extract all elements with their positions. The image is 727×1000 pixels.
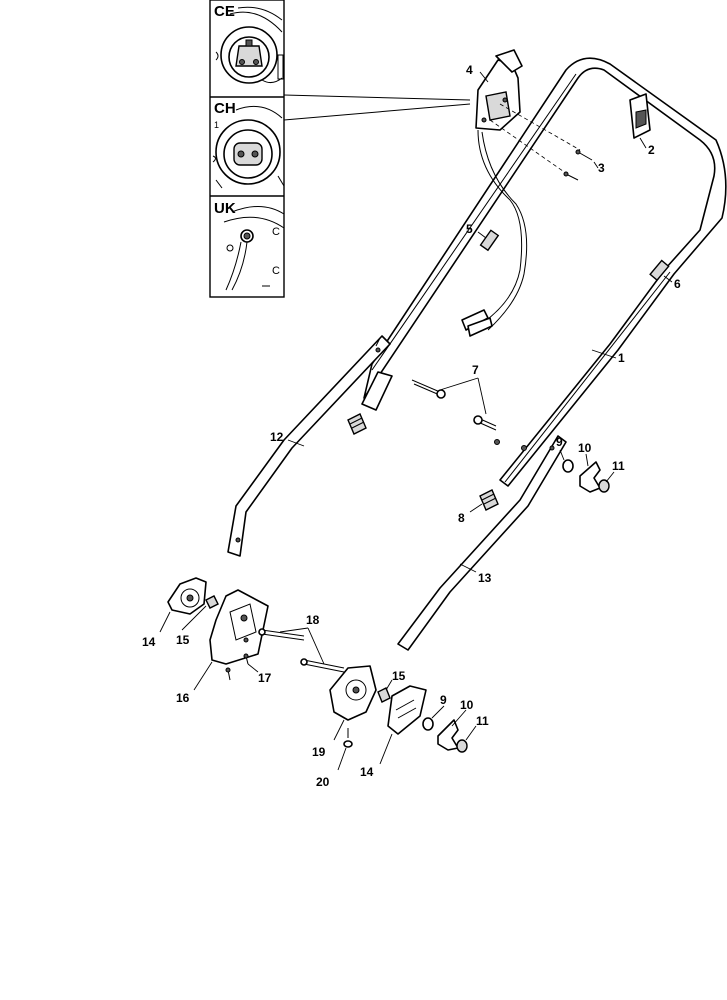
side-cover <box>387 685 427 735</box>
projection-line <box>283 103 471 121</box>
callout-15b: 15 <box>392 669 406 683</box>
lower-tube-right <box>397 435 567 651</box>
plug-variant-insets: CE CH 1 UK <box>209 0 471 298</box>
svg-text:C: C <box>272 226 280 238</box>
ch-plug-drawing: CH 1 <box>212 100 285 189</box>
callout-11: 11 <box>612 459 625 473</box>
svg-text:C: C <box>272 265 280 277</box>
callout-8: 8 <box>458 511 465 525</box>
callout-20: 20 <box>316 775 330 789</box>
handle-collar <box>479 229 500 252</box>
callout-2: 2 <box>648 143 655 157</box>
callout-18: 18 <box>306 613 320 627</box>
callout-9b: 9 <box>440 693 447 707</box>
callout-1: 1 <box>618 351 625 365</box>
callout-3: 3 <box>598 161 605 175</box>
callout-12: 12 <box>270 430 284 444</box>
knob-hardware-upper <box>562 459 610 493</box>
uk-plug-drawing: UK C C <box>214 200 285 291</box>
ce-plug-drawing: CE <box>214 3 284 84</box>
height-bracket-right <box>329 665 391 748</box>
callout-4: 4 <box>466 63 473 77</box>
callout-14: 14 <box>142 635 156 649</box>
callout-10b: 10 <box>460 698 474 712</box>
projection-line <box>283 94 471 101</box>
callout-14b: 14 <box>360 765 374 779</box>
inset-label-uk: UK <box>214 200 236 217</box>
callout-10: 10 <box>578 441 592 455</box>
callout-15: 15 <box>176 633 190 647</box>
callout-6: 6 <box>674 277 681 291</box>
inset-label-ch: CH <box>214 100 236 117</box>
knob-hardware-lower <box>422 717 468 753</box>
callout-labels: 1 2 3 4 5 6 7 8 9 10 11 12 13 14 15 16 1… <box>142 63 681 789</box>
callout-17: 17 <box>258 671 272 685</box>
callout-16: 16 <box>176 691 190 705</box>
callout-11b: 11 <box>476 714 489 728</box>
lower-tube-left <box>227 335 391 557</box>
callout-5: 5 <box>466 222 473 236</box>
leader-lines <box>159 71 673 771</box>
tube-sleeve <box>361 371 393 411</box>
axle-rods <box>258 628 345 673</box>
bolts <box>411 379 497 431</box>
callout-19: 19 <box>312 745 326 759</box>
handle-collar <box>649 259 670 282</box>
knob-plug <box>347 413 499 511</box>
svg-text:1: 1 <box>214 120 219 130</box>
callout-9: 9 <box>556 435 563 449</box>
upper-handle <box>363 57 727 487</box>
height-bracket-left <box>167 577 219 615</box>
callout-13: 13 <box>478 571 492 585</box>
inset-label-ce: CE <box>214 3 235 20</box>
mounting-bracket <box>209 589 269 681</box>
switch-box <box>461 49 593 337</box>
callout-7: 7 <box>472 363 479 377</box>
